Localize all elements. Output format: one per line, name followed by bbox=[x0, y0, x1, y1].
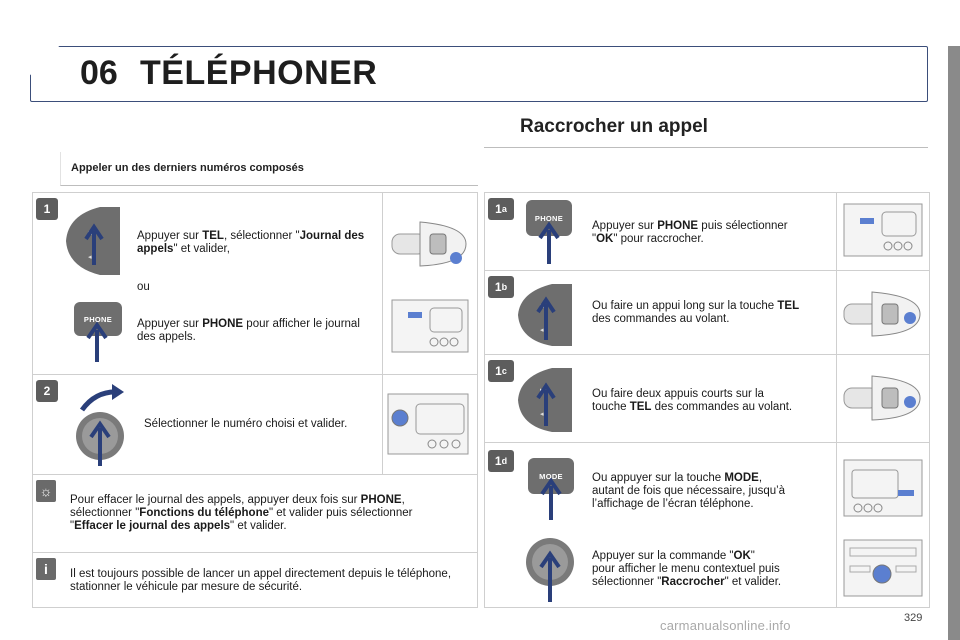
step-badge-2: 2 bbox=[36, 380, 58, 402]
divider bbox=[382, 192, 383, 474]
radio-unit-illustration bbox=[843, 203, 923, 257]
step1b-instruction: Ou faire un appui long sur la touche TEL… bbox=[592, 300, 800, 325]
tip-text: Pour effacer le journal des appels, appu… bbox=[70, 494, 413, 532]
steering-control-icon: ▸▸ ◂◂ bbox=[518, 284, 572, 346]
steering-stalk-illustration bbox=[843, 375, 921, 421]
divider bbox=[836, 192, 837, 608]
chapter-title: TÉLÉPHONER bbox=[140, 54, 378, 92]
arrow-up-icon bbox=[86, 322, 108, 362]
steering-stalk-illustration bbox=[843, 291, 921, 337]
steering-control-icon: ▸▸ ◂◂ bbox=[66, 207, 120, 275]
arrow-up-icon bbox=[540, 478, 562, 520]
chapter-header-frame bbox=[30, 46, 928, 102]
section-title: Raccrocher un appel bbox=[520, 116, 708, 137]
step1d-instruction-mode: Ou appuyer sur la touche MODE, autant de… bbox=[592, 472, 786, 510]
divider bbox=[32, 474, 478, 475]
ok-knob-icon bbox=[526, 538, 574, 602]
svg-text:◂◂: ◂◂ bbox=[540, 410, 548, 418]
step2-instruction: Sélectionner le numéro choisi et valider… bbox=[144, 418, 348, 430]
watermark: carmanualsonline.info bbox=[660, 618, 791, 633]
step1c-instruction: Ou faire deux appuis courts sur la touch… bbox=[592, 388, 793, 413]
rotary-knob-icon bbox=[76, 384, 124, 466]
radio-knob-illustration bbox=[387, 393, 469, 455]
radio-knob-illustration bbox=[843, 539, 923, 597]
arrow-up-icon bbox=[538, 222, 560, 264]
step1-instruction-tel: Appuyer sur TEL, sélectionner "Journal d… bbox=[137, 230, 365, 255]
step1d-instruction-ok: Appuyer sur la commande "OK" pour affich… bbox=[592, 550, 782, 588]
step1a-instruction: Appuyer sur PHONE puis sélectionner "OK"… bbox=[592, 220, 788, 245]
page-number: 329 bbox=[904, 612, 923, 624]
divider bbox=[32, 374, 478, 375]
info-text: Il est toujours possible de lancer un ap… bbox=[70, 568, 452, 593]
step1-or: ou bbox=[137, 281, 150, 293]
divider bbox=[484, 270, 930, 271]
steering-stalk-illustration bbox=[391, 221, 467, 267]
subsection-title-box: Appeler un des derniers numéros composés bbox=[60, 152, 478, 186]
divider bbox=[484, 442, 930, 443]
step-badge-1: 1 bbox=[36, 198, 58, 220]
divider bbox=[484, 354, 930, 355]
svg-text:◂◂: ◂◂ bbox=[540, 326, 548, 334]
subsection-title: Appeler un des derniers numéros composés bbox=[71, 162, 304, 174]
info-icon: i bbox=[36, 558, 56, 580]
tip-icon: ☼ bbox=[36, 480, 56, 502]
chapter-number: 06 bbox=[80, 54, 118, 92]
steering-control-icon: ▸▸ ◂◂ bbox=[518, 368, 572, 432]
divider bbox=[32, 552, 478, 553]
svg-text:◂◂: ◂◂ bbox=[88, 253, 96, 261]
section-title-box: Raccrocher un appel bbox=[484, 108, 928, 148]
radio-unit-illustration bbox=[391, 299, 469, 353]
side-tab-bar bbox=[948, 46, 960, 640]
radio-unit-illustration bbox=[843, 459, 923, 517]
step1-instruction-phone: Appuyer sur PHONE pour afficher le journ… bbox=[137, 318, 360, 343]
